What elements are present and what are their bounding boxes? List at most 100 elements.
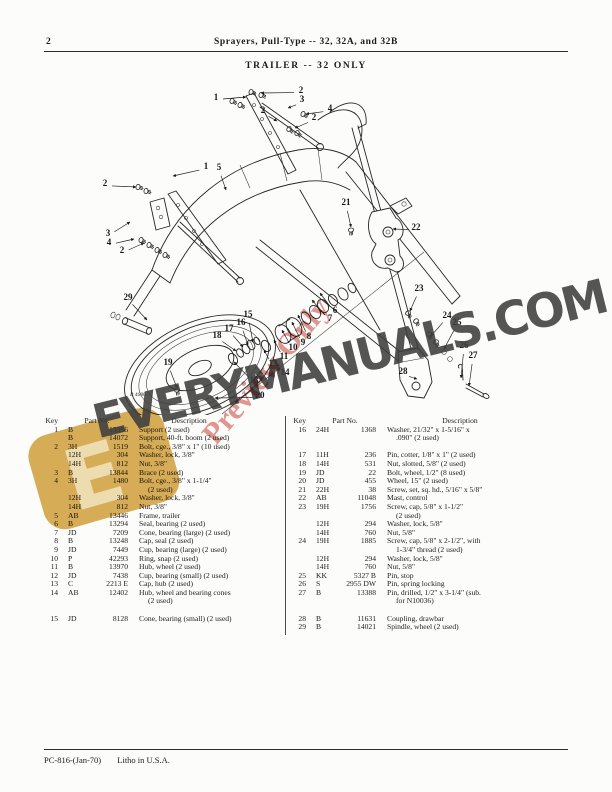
table-cell	[92, 597, 128, 606]
watermark-logo: E	[18, 398, 189, 541]
table-cell: 12H	[316, 519, 330, 529]
callout-leader	[170, 371, 178, 389]
table-cell: 10	[50, 553, 58, 563]
header-rule	[44, 51, 568, 53]
callout-number: 21	[342, 197, 352, 207]
table-cell: Support, 40-ft. boom (2 used)	[139, 433, 230, 443]
table-cell: 13446	[109, 510, 128, 520]
callout-number: 8	[307, 331, 312, 341]
callout-leader	[431, 323, 443, 336]
callout-leader	[214, 396, 253, 400]
table-cell: 2955 DW	[346, 579, 376, 589]
callout-leader	[277, 362, 280, 369]
callout-leader	[172, 170, 199, 177]
table-cell	[292, 597, 306, 606]
table-cell: Hub, wheel (2 used)	[139, 562, 201, 572]
callout-number: 1	[204, 161, 209, 171]
table-cell: 14	[50, 587, 58, 597]
callout-leader	[132, 304, 147, 320]
callout-number: 26	[460, 340, 470, 350]
table-cell: 13388	[357, 587, 376, 597]
callout-leader	[234, 362, 249, 377]
table-cell: B	[68, 562, 74, 572]
table-cell: 42293	[109, 553, 128, 563]
callout-leader	[112, 185, 137, 189]
callout-leader	[233, 336, 243, 347]
litho-note: Litho in U.S.A.	[117, 755, 170, 765]
table-cell: Pin, spring locking	[387, 579, 445, 589]
table-cell: 1368	[360, 424, 376, 434]
table-cell: Pin, drilled, 1/2" x 3-1/4" (sub.	[387, 587, 481, 597]
callout-leader	[129, 243, 145, 250]
table-cell: Hub, wheel and bearing cones	[139, 587, 231, 597]
table-cell: 12402	[109, 587, 128, 597]
table-cell: 760	[364, 562, 376, 572]
callout-number: 29	[124, 292, 134, 302]
table-cell: 13248	[109, 536, 128, 546]
table-cell: 9	[54, 544, 58, 554]
callout-number: 3	[106, 228, 111, 238]
table-cell: 26	[298, 579, 306, 589]
table-cell: 14021	[357, 622, 376, 632]
table-cell: for N10036)	[396, 596, 434, 606]
table-cell: 24H	[316, 424, 330, 434]
table-cell: Washer, lock, 5/8"	[387, 553, 443, 563]
table-cell: Key	[45, 416, 58, 425]
table-cell: P	[68, 553, 73, 563]
table-cell: 1	[54, 424, 58, 434]
table-row: 1-3/4" thread (2 used)	[292, 545, 578, 555]
table-cell: KK	[316, 570, 327, 580]
table-cell: 8128	[112, 613, 128, 623]
table-cell: 12	[50, 570, 58, 580]
callout-leader	[320, 292, 330, 307]
table-cell: AB	[316, 493, 327, 503]
table-cell: Seal, bearing (2 used)	[139, 519, 206, 529]
callout-number: 12	[269, 358, 279, 368]
table-row: .090" (2 used)	[292, 434, 578, 443]
table-cell: 18	[298, 458, 306, 468]
table-cell: JD	[68, 613, 77, 623]
callout-number: 2	[261, 105, 266, 115]
callout-leader	[392, 227, 409, 231]
table-cell: Washer, 21/32" x 1-5/16" x	[387, 424, 470, 434]
callout-leader	[298, 314, 306, 332]
callout-number: 7	[328, 313, 333, 323]
table-cell: 11631	[357, 613, 376, 623]
table-cell: AB	[68, 587, 79, 597]
page-number: 2	[46, 37, 51, 47]
table-cell: Screw, set, sq. hd., 5/16" x 5/8"	[387, 484, 483, 494]
table-cell	[316, 597, 340, 606]
trailer-frame	[126, 110, 460, 372]
section-title: TRAILER -- 32 ONLY	[245, 61, 367, 71]
table-cell: 5327 B	[353, 570, 376, 580]
table-row: 16 24H 1368 Washer, 21/32" x 1-5/16" x	[292, 424, 578, 435]
control-mast	[330, 103, 426, 382]
table-cell: JD	[68, 544, 77, 554]
table-cell: 22H	[316, 484, 330, 494]
callout-leader	[249, 323, 255, 343]
table-cell: .090" (2 used)	[396, 433, 439, 443]
table-cell: 24	[298, 536, 306, 546]
table-cell: 11H	[316, 450, 329, 460]
table-cell: 455	[364, 476, 376, 486]
table-cell: 16	[298, 424, 306, 434]
table-cell	[44, 597, 58, 606]
publication-code: PC-816-(Jan-70)	[44, 755, 102, 765]
callout-leader	[409, 376, 418, 380]
table-cell: Nut, 3/8"	[139, 501, 167, 511]
table-cell: 11	[50, 562, 58, 572]
callout-leader	[292, 321, 300, 338]
table-cell: Nut, 5/8"	[387, 562, 415, 572]
callout-leader	[264, 349, 269, 359]
table-cell: Cup, bearing (small) (2 used)	[139, 570, 229, 580]
